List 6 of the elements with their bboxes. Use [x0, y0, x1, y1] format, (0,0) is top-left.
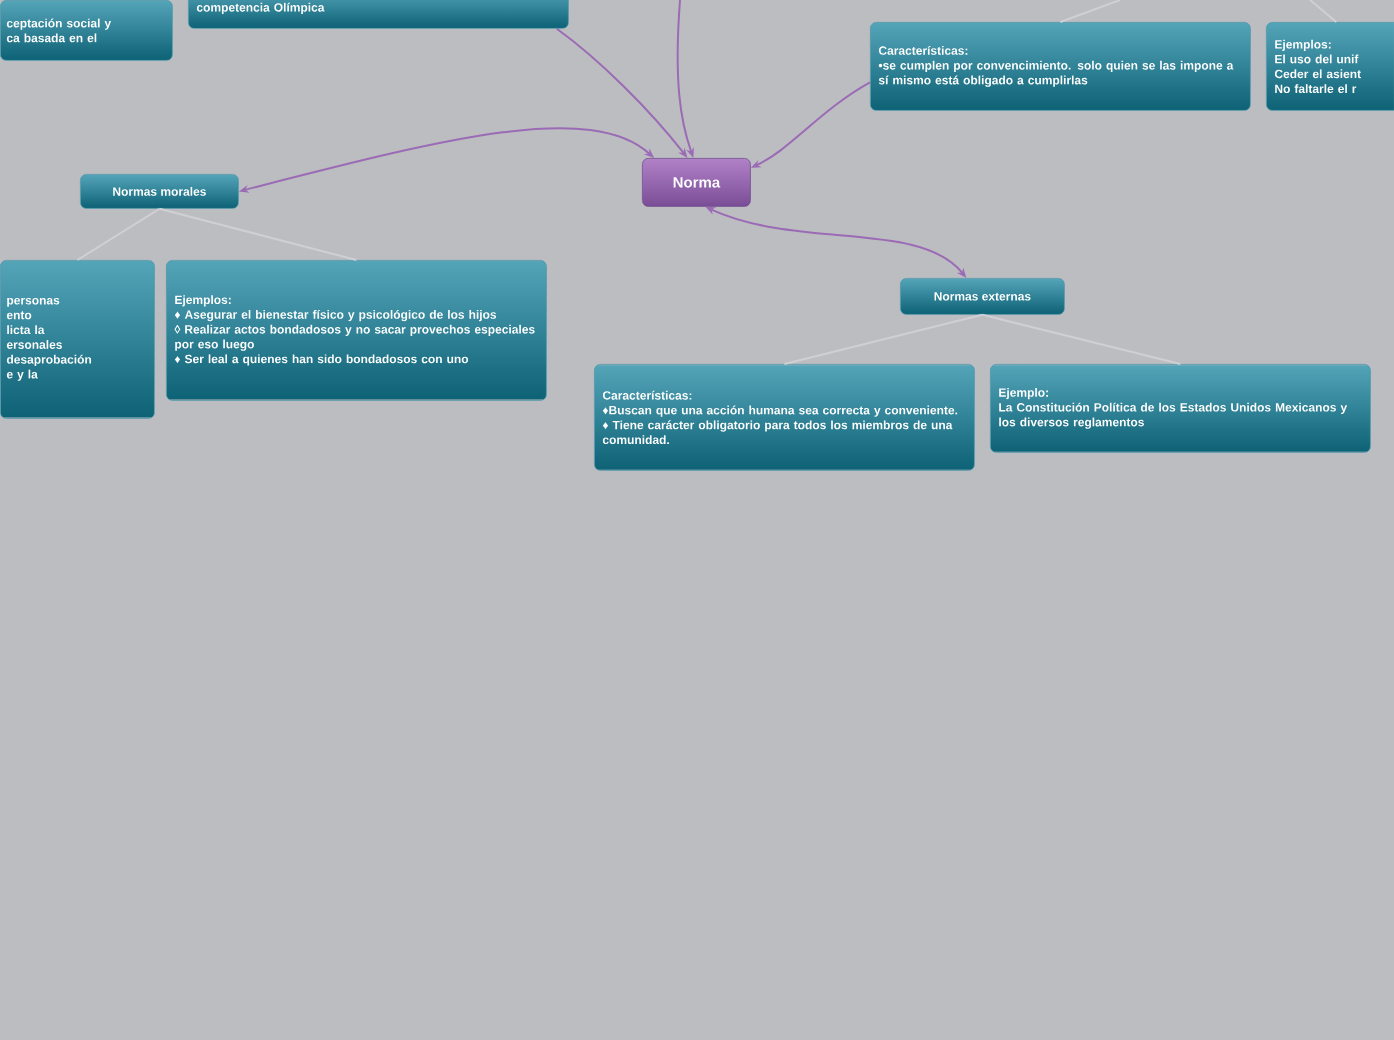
connector-line: [1309, 0, 1338, 23]
connector-line: [76, 207, 161, 261]
connector-line: [981, 313, 1182, 365]
connector-line: [783, 313, 984, 365]
connector-line: [158, 207, 358, 261]
connector-line: [1059, 0, 1121, 23]
